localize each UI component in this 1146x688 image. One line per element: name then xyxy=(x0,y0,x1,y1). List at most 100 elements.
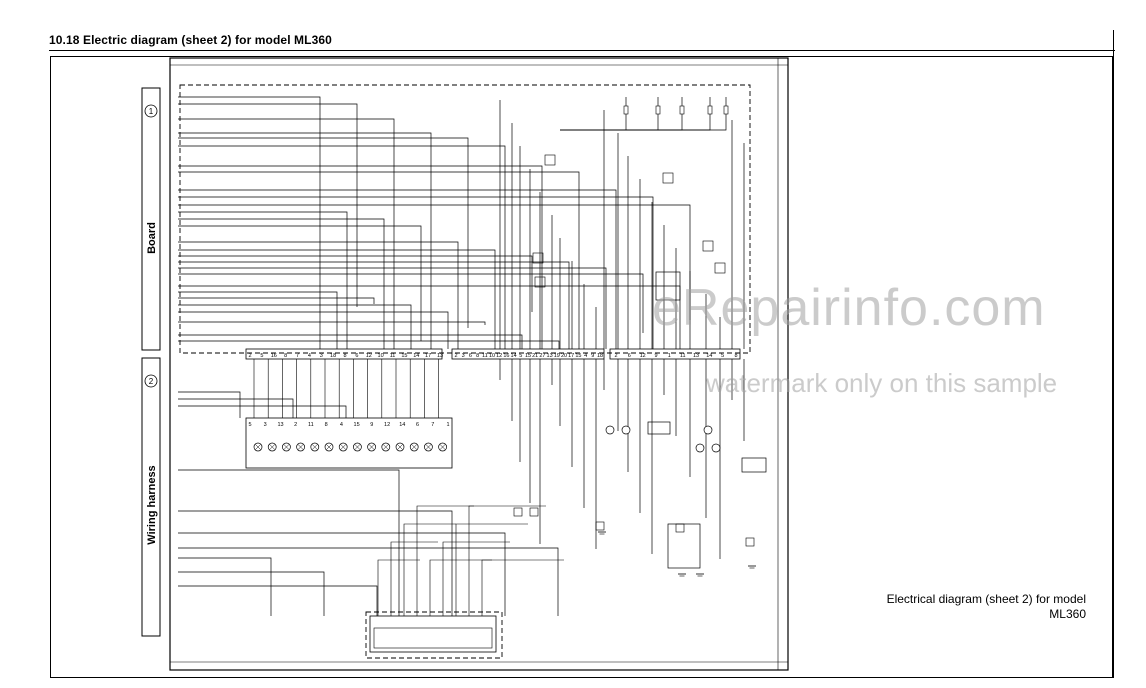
connector-right-pin-label: 1 xyxy=(668,353,671,359)
bottom-module-wire xyxy=(468,505,546,616)
harness-wire xyxy=(178,405,347,418)
relay-icon xyxy=(714,262,726,274)
indicator-lamp-icon xyxy=(621,425,631,435)
harness-wire xyxy=(178,532,506,616)
board-wire xyxy=(178,267,607,349)
connector-right-pin-label: 2 xyxy=(614,353,617,359)
bottom-module-wire xyxy=(416,505,474,616)
lamp-row-pin-label: 14 xyxy=(399,422,405,428)
module-box xyxy=(647,421,671,435)
module-box xyxy=(655,271,681,301)
relay-icon xyxy=(532,252,544,264)
board-wire xyxy=(178,255,533,312)
lamp-icon-cross xyxy=(354,444,361,450)
board-wire xyxy=(178,103,358,307)
module-box xyxy=(667,523,701,569)
board-wire xyxy=(178,261,570,349)
connector-middle-pin-label: 10 xyxy=(489,353,495,359)
board-panel-number: 1 xyxy=(149,107,154,116)
lamp-row-pin-label: 5 xyxy=(248,422,251,428)
diagram-border xyxy=(169,57,789,671)
fuse-icon xyxy=(707,105,713,115)
board-wire xyxy=(178,218,385,349)
board-wire xyxy=(178,340,560,349)
connector-left-pin-label: 5 xyxy=(260,353,263,359)
connector-middle-pin-label: 6 xyxy=(469,353,472,359)
fuse-icon xyxy=(723,105,729,115)
board-wire xyxy=(178,171,580,349)
bottom-module-wire xyxy=(390,541,438,616)
watermark-sub: watermark only on this sample xyxy=(706,368,1058,398)
lamp-row-pin-label: 8 xyxy=(325,422,328,428)
bottom-module-wire xyxy=(403,523,456,616)
connector-middle-pin-label: 12 xyxy=(496,353,502,359)
connector-left-pin-label: 16 xyxy=(271,353,277,359)
caption-line1: Electrical diagram (sheet 2) for model xyxy=(886,592,1086,606)
switch-icon xyxy=(675,523,685,533)
indicator-lamp-icon xyxy=(695,443,705,453)
board-wire xyxy=(178,297,375,304)
connector-middle-pin-label: 4 xyxy=(584,353,587,359)
harness-wire xyxy=(178,547,559,616)
harness-wire xyxy=(178,469,400,616)
fuse-icon xyxy=(623,105,629,115)
fuse-wire xyxy=(560,114,727,131)
connector-middle-pin-label: 11 xyxy=(482,353,488,359)
harness-wire xyxy=(178,398,294,418)
board-wire xyxy=(178,321,486,325)
connector-middle-pin-label: 27 xyxy=(539,353,545,359)
connector-middle-pin-label: 8 xyxy=(476,353,479,359)
connector-middle-pin-label: 18 xyxy=(597,353,603,359)
lamp-row-pin-label: 13 xyxy=(277,422,283,428)
lamp-icon-cross xyxy=(269,444,276,450)
connector-right-pin-label: 8 xyxy=(734,353,737,359)
lamp-row-pin-label: 15 xyxy=(354,422,360,428)
connector-middle-pin-label: 21 xyxy=(532,353,538,359)
connector-left-pin-label: 10 xyxy=(378,353,384,359)
relay-icon xyxy=(544,154,556,166)
diagram-frame xyxy=(50,56,1113,678)
lamp-row-pin-label: 9 xyxy=(370,422,373,428)
harness-wire xyxy=(178,557,272,616)
lamp-row-pin-label: 12 xyxy=(384,422,390,428)
fuse-icon xyxy=(679,105,685,115)
board-wire xyxy=(178,189,617,349)
lamp-icon-cross xyxy=(311,444,318,450)
connector-left-pin-label: 4 xyxy=(308,353,311,359)
harness-panel-badge xyxy=(144,374,158,388)
indicator-lamp-icon xyxy=(711,443,721,453)
fuse-wire xyxy=(560,114,711,131)
lamp-row-pin-label: 11 xyxy=(308,422,314,428)
lamp-icon-cross xyxy=(326,444,332,450)
board-wire xyxy=(178,241,459,349)
board-wire xyxy=(178,211,348,349)
connector-right-pin-label: 6 xyxy=(628,353,631,359)
board-wire xyxy=(178,285,681,349)
relay-icon xyxy=(534,276,546,288)
board-wire xyxy=(178,225,422,341)
fuse-wire xyxy=(560,114,627,131)
connector-middle-pin-label: 2 xyxy=(454,353,457,359)
indicator-lamp-icon xyxy=(703,425,713,435)
connector-middle-pin-label: 15 xyxy=(525,353,531,359)
board-wire xyxy=(178,165,543,349)
connector-middle-pin-label: 9 xyxy=(591,353,594,359)
board-wire xyxy=(178,204,691,320)
lamp-icon-cross xyxy=(425,444,432,450)
connector-block-left xyxy=(245,348,443,360)
connector-left-pin-label: 6 xyxy=(355,353,358,359)
fuse-wire xyxy=(560,114,659,131)
connector-left-pin-label: 8 xyxy=(284,353,287,359)
bottom-module xyxy=(369,615,497,653)
switch-icon xyxy=(745,537,755,547)
connector-left-pin-label: 17 xyxy=(425,353,431,359)
connector-left-pin-label: 15 xyxy=(401,353,407,359)
connector-right-pin-label: 5 xyxy=(721,353,724,359)
wires-group xyxy=(178,96,745,616)
board-wire xyxy=(178,291,338,349)
watermark-main: eRepairinfo.com xyxy=(652,279,1046,337)
board-wire xyxy=(178,311,449,349)
lamp-icon-cross xyxy=(397,444,403,450)
connector-middle-pin-label: 3 xyxy=(462,353,465,359)
components-group xyxy=(245,105,767,653)
